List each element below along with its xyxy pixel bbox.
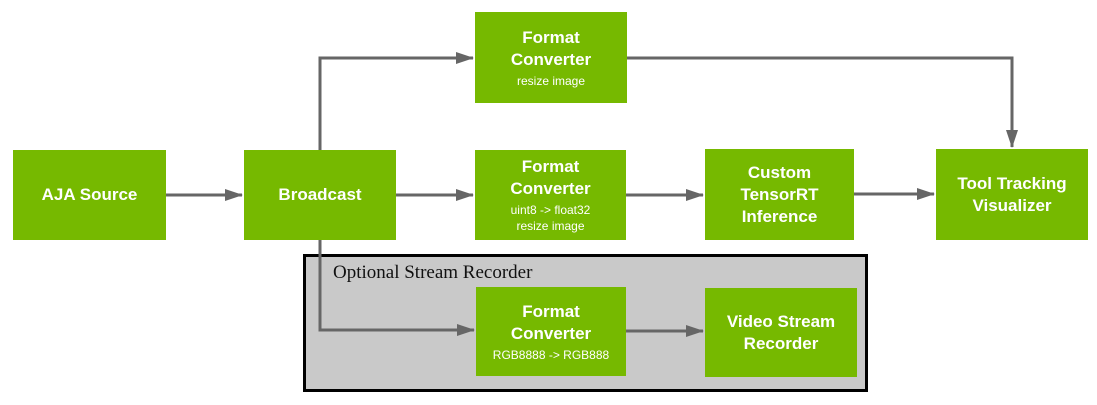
node-title: Format Converter — [510, 301, 592, 343]
node-title: Tool Tracking Visualizer — [957, 173, 1067, 215]
connector-format-converter-top-to-visualizer — [627, 56, 1018, 148]
node-aja-source[interactable]: AJA Source — [13, 150, 166, 240]
node-tool-tracking-visualizer[interactable]: Tool Tracking Visualizer — [936, 149, 1088, 240]
node-title: Custom TensorRT Inference — [740, 162, 819, 226]
node-title: Video Stream Recorder — [726, 311, 836, 353]
connector-broadcast-to-format-converter-top — [318, 52, 474, 150]
node-title: AJA Source — [41, 185, 138, 204]
node-format-converter-mid[interactable]: Format Converter uint8 -> float32 resize… — [475, 150, 626, 240]
node-video-stream-recorder[interactable]: Video Stream Recorder — [705, 288, 857, 377]
node-subtitle: resize image — [516, 73, 586, 88]
node-broadcast[interactable]: Broadcast — [244, 150, 396, 240]
node-format-converter-top[interactable]: Format Converter resize image — [475, 12, 627, 103]
group-label: Optional Stream Recorder — [333, 262, 533, 283]
node-custom-tensorrt-inference[interactable]: Custom TensorRT Inference — [705, 149, 854, 240]
node-title: Format Converter — [510, 157, 591, 198]
node-subtitle: RGB8888 -> RGB888 — [492, 347, 610, 362]
node-title: Format Converter — [510, 27, 592, 69]
node-format-converter-recorder[interactable]: Format Converter RGB8888 -> RGB888 — [476, 287, 626, 376]
node-title: Broadcast — [278, 185, 362, 204]
node-subtitle: uint8 -> float32 resize image — [510, 203, 591, 233]
